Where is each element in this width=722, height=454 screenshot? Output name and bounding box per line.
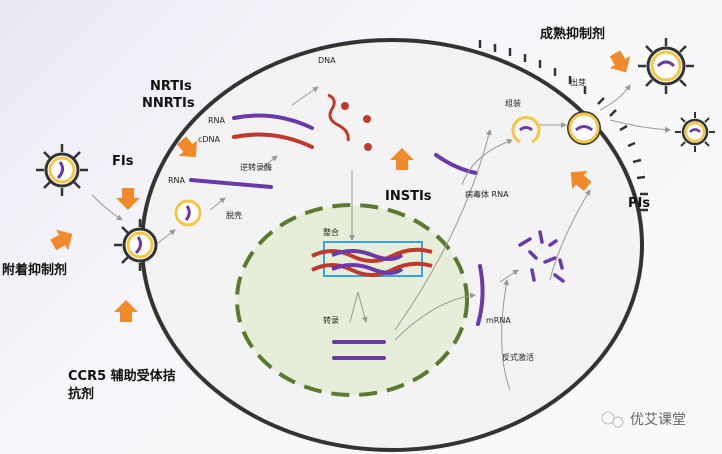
label-mrna: mRNA [486,316,511,325]
label-instis: INSTIs [385,189,432,204]
mrna [476,264,485,326]
label-transactivation: 反式激活 [502,352,534,362]
label-ccr5: CCR5 辅助受体拮 [68,368,176,384]
nucleus [235,203,469,397]
label-reverse-transcription: 逆转录酶 [240,162,272,172]
label-rna-2: RNA [168,176,186,185]
label-nnrtis: NNRTIs [142,96,195,111]
transcribed-rna [332,340,386,360]
label-cdna: cDNA [198,135,221,144]
cell-membrane-spikes [478,40,648,212]
label-integration: 整合 [323,227,339,237]
label-fis: FIs [112,154,134,169]
capsid-uncoating [174,199,202,227]
protein-fragments [518,230,565,283]
label-assembly: 组装 [505,98,521,108]
label-nrtis: NRTIs [150,79,192,94]
watermark-logo: 优艾课堂 [601,411,686,428]
label-budding: 出芽 [570,77,586,87]
label-maturation-inhibitor: 成熟抑制剂 [540,26,605,42]
viral-dna [327,93,350,142]
label-transcription: 转录 [323,315,339,325]
label-uncoating: 脱壳 [226,210,242,220]
label-attachment-inhibitor: 附着抑制剂 [2,262,67,278]
immature-virion [638,38,694,94]
assembling-virion [511,115,541,144]
label-rna: RNA [208,116,226,125]
budding-virion [567,111,601,145]
watermark-text: 优艾课堂 [630,412,686,428]
label-ccr5-2: 抗剂 [68,386,94,402]
virion-binding [114,219,158,271]
mature-virion [675,112,715,152]
label-dna: DNA [318,56,336,65]
virion-free [36,144,88,196]
label-viral-rna: 病毒体 RNA [465,189,509,199]
label-pis: PIs [628,196,650,211]
